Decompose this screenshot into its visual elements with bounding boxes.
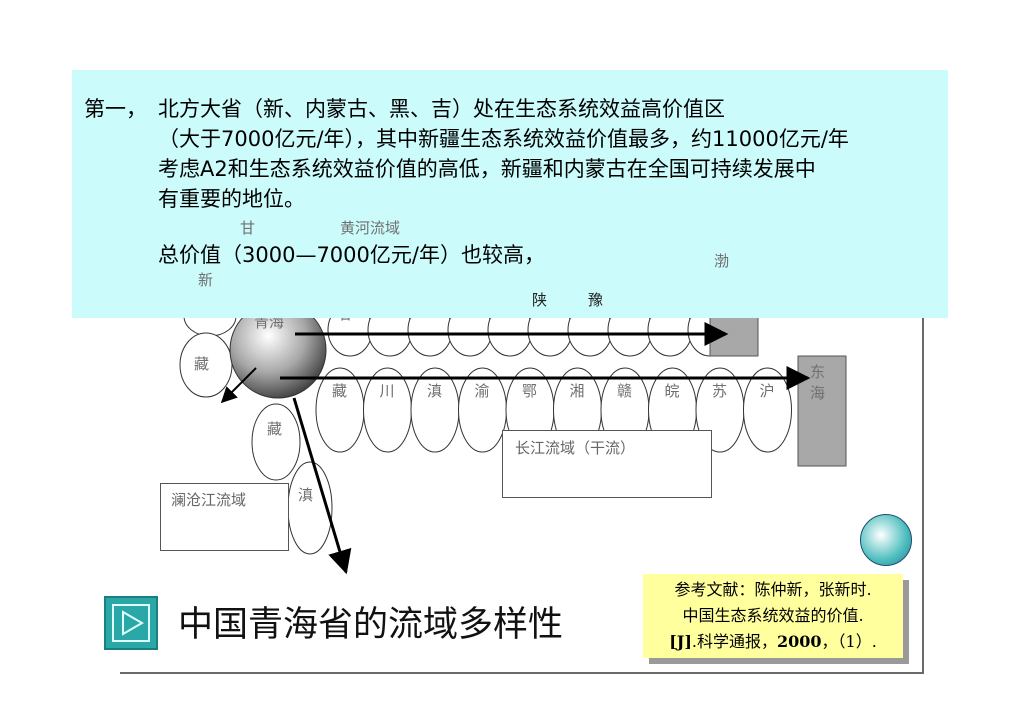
lancang-arrow (292, 397, 352, 575)
reference-year: 2000 (777, 632, 822, 651)
peek-xin: 新 (198, 271, 214, 289)
reference-type: [J] (669, 632, 692, 651)
slide-frame (120, 100, 924, 674)
zang-lower-ellipse (251, 403, 301, 481)
peek-huanghe: 黄河流域 (340, 219, 401, 237)
peek-shan: 陕 (532, 291, 548, 309)
peek-bo: 渤 (714, 252, 730, 270)
yangtze-province-ellipse (410, 367, 460, 453)
slide-title: 中国青海省的流域多样性 (178, 605, 564, 645)
yangtze-province-label: 皖 (665, 382, 680, 400)
yangtze-province-ellipse (315, 367, 365, 453)
yangtze-province-ellipse (363, 367, 412, 453)
dian-lower-label: 滇 (298, 486, 313, 504)
reference-line-2: 中国生态系统效益的价值. (682, 606, 864, 625)
lancang-basin-box: 澜沧江流域 (160, 483, 289, 551)
summary-line-4: 有重要的地位。 (158, 187, 305, 211)
play-button-frame (112, 604, 150, 642)
reference-box: 参考文献：陈仲新，张新时. 中国生态系统效益的价值. [J].科学通报，2000… (643, 574, 903, 658)
summary-panel: 第一， 北方大省（新、内蒙古、黑、吉）处在生态系统效益高价值区 （大于7000亿… (72, 70, 948, 318)
yangtze-basin-label: 长江流域（干流） (515, 439, 636, 457)
yangtze-province-label: 湘 (570, 382, 585, 400)
nav-circle-button[interactable] (860, 514, 912, 566)
yangtze-province-ellipse (458, 367, 507, 453)
donghai-label-2: 海 (810, 384, 825, 402)
yangtze-province-ellipse (743, 367, 792, 453)
lancang-basin-label: 澜沧江流域 (171, 491, 247, 509)
zang-arrow (220, 367, 257, 404)
summary-line-3: 考虑A2和生态系统效益价值的高低，新疆和内蒙古在全国可持续发展中 (158, 157, 816, 181)
yangtze-province-label: 滇 (427, 382, 442, 400)
summary-line-1: 北方大省（新、内蒙古、黑、吉）处在生态系统效益高价值区 (158, 97, 725, 121)
zang-lower-label: 藏 (267, 420, 282, 438)
zang-left-label: 藏 (194, 355, 209, 373)
peek-gan: 甘 (240, 219, 256, 237)
peek-yu: 豫 (588, 291, 604, 309)
summary-lead: 第一， (84, 97, 147, 121)
yangtze-province-label: 鄂 (522, 382, 537, 400)
donghai-label-1: 东 (810, 363, 825, 381)
reference-issue: ，（1）. (821, 632, 877, 651)
play-button[interactable] (104, 596, 158, 650)
play-icon (122, 610, 144, 636)
yangtze-province-label: 渝 (475, 382, 490, 400)
yangtze-basin-box: 长江流域（干流） (502, 430, 712, 498)
yangtze-province-label: 川 (380, 382, 395, 400)
yangtze-province-label: 沪 (760, 382, 775, 400)
yangtze-province-label: 苏 (712, 382, 727, 400)
summary-line-5: 总价值（3000—7000亿元/年）也较高， (158, 243, 545, 267)
yangtze-province-label: 赣 (617, 382, 632, 400)
reference-line-1: 参考文献：陈仲新，张新时. (674, 580, 872, 599)
reference-journal: .科学通报， (691, 632, 777, 651)
yangtze-province-label: 藏 (332, 382, 347, 400)
summary-line-2: （大于7000亿元/年），其中新疆生态系统效益价值最多，约11000亿元/年 (158, 127, 849, 151)
reference-line-3: [J].科学通报，2000，（1）. (643, 629, 903, 655)
